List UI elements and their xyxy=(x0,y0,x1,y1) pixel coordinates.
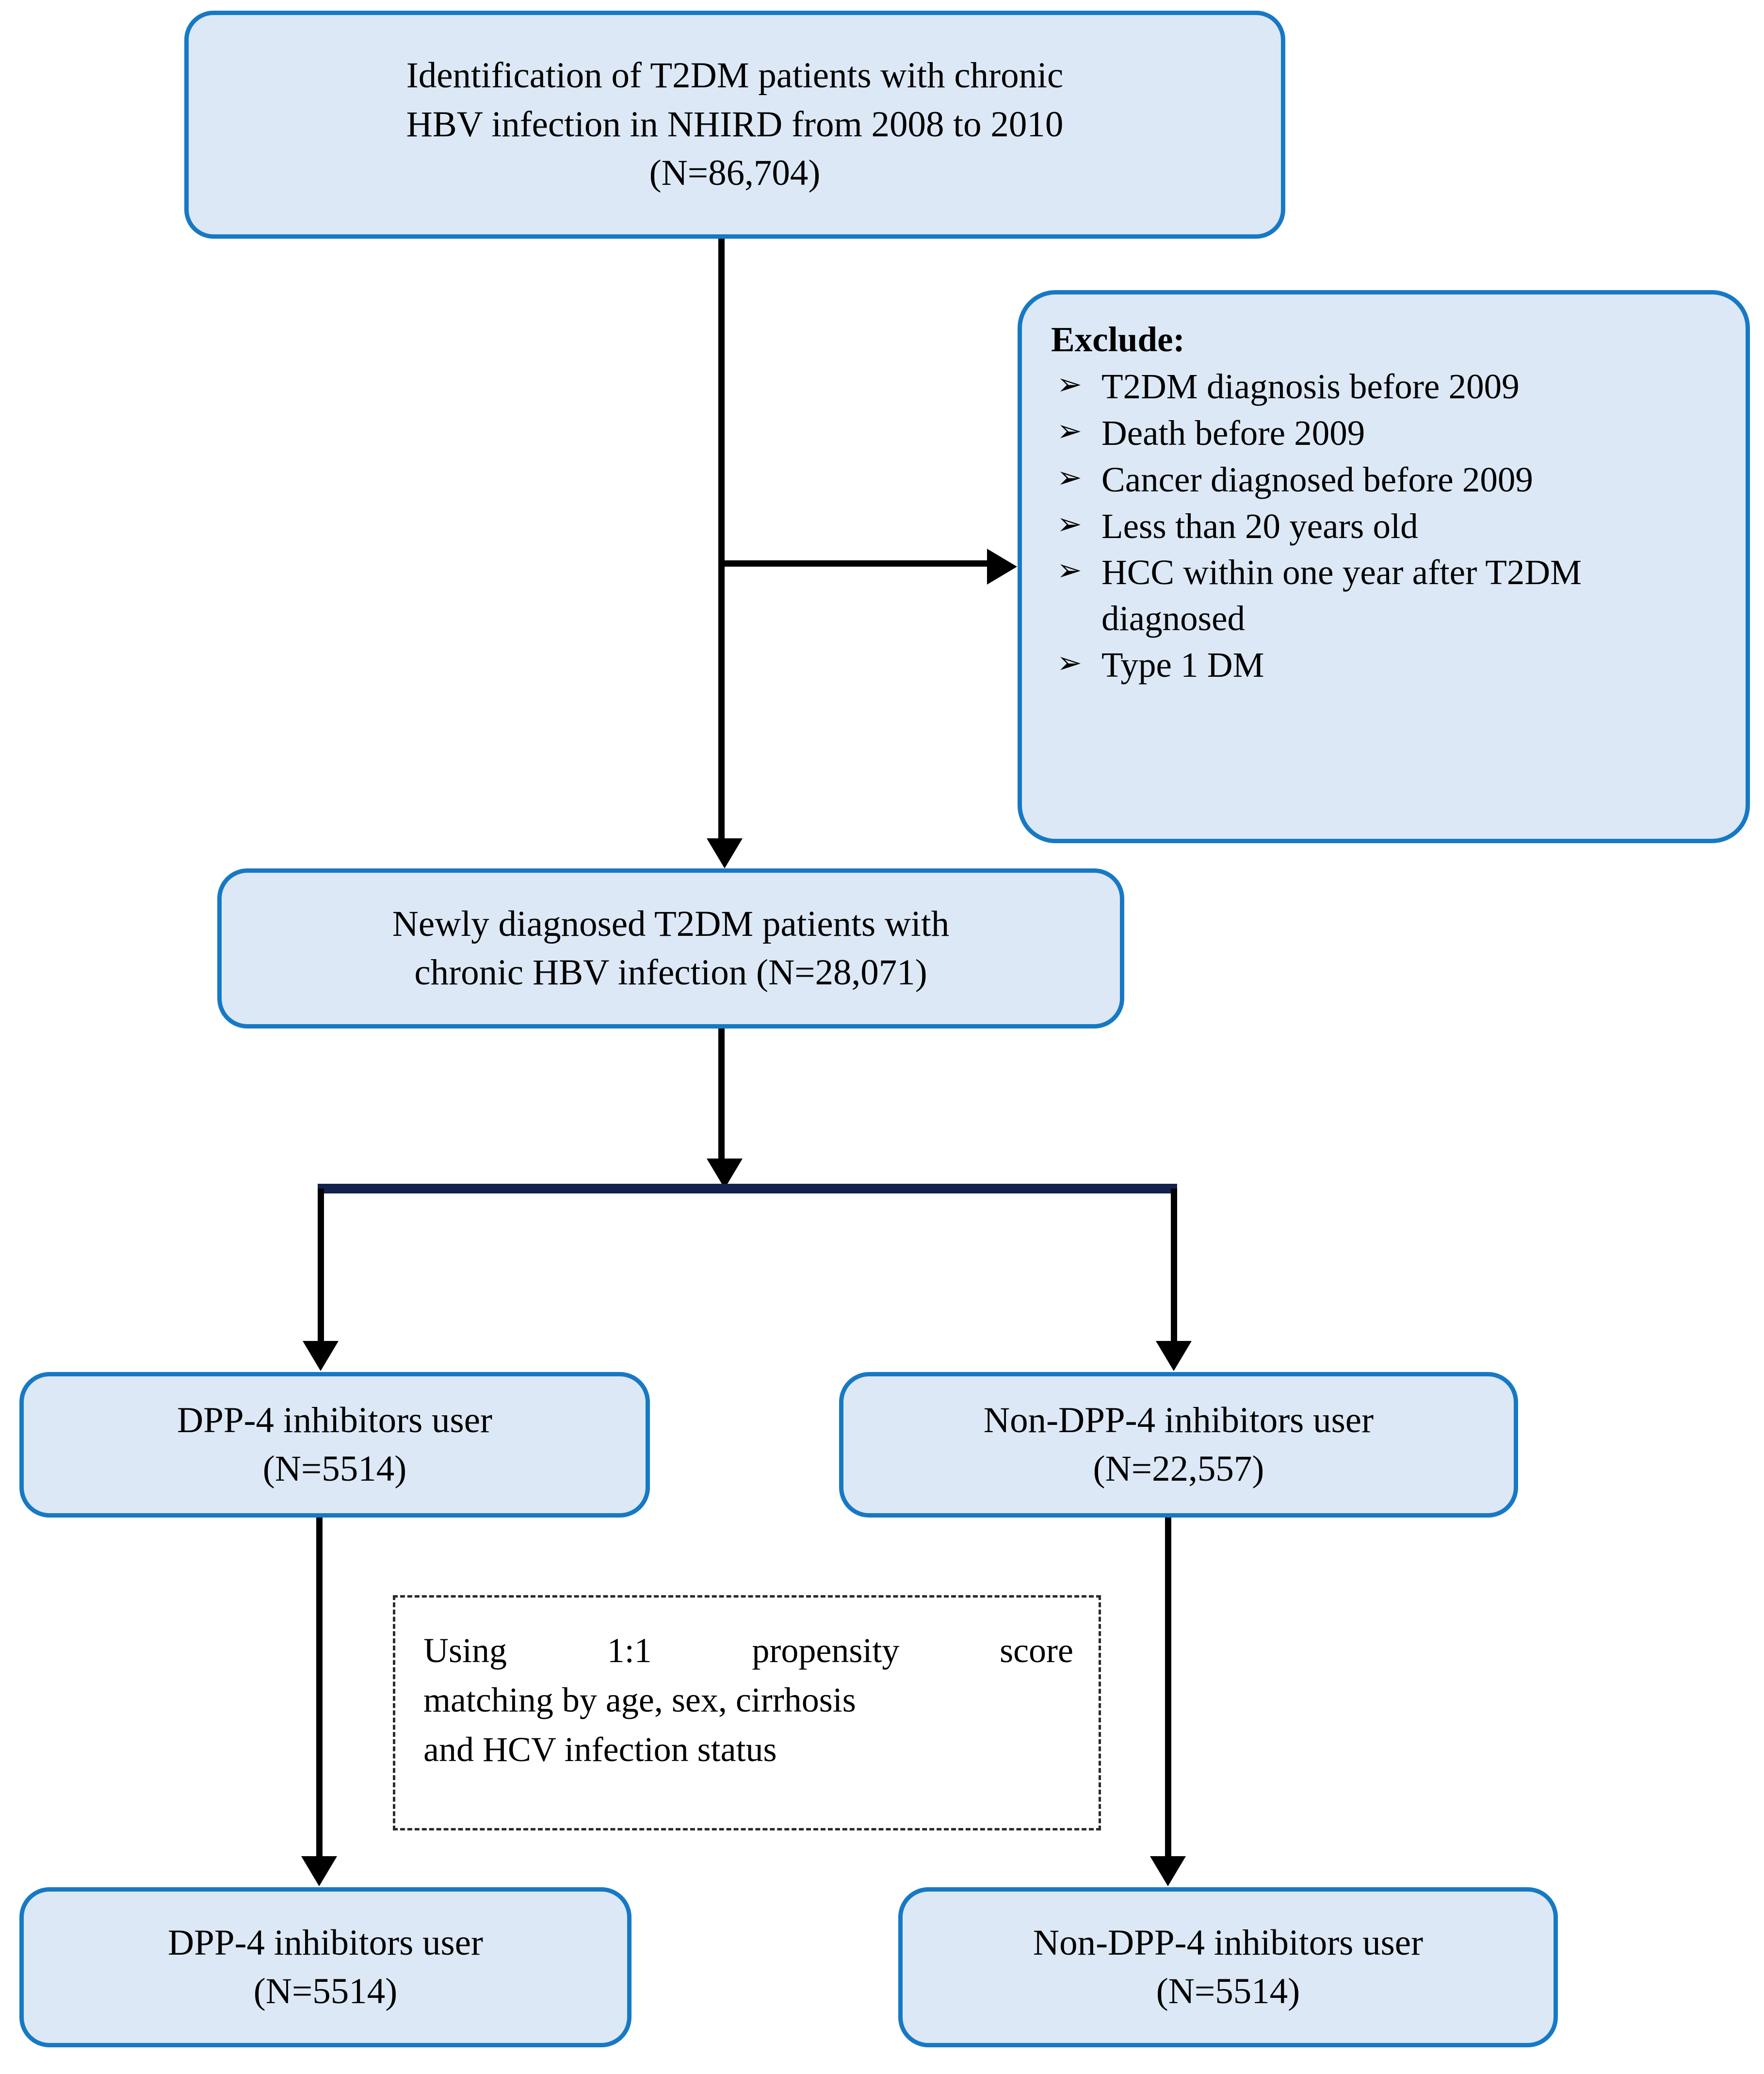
exclude-item-label: HCC within one year after T2DM diagnosed xyxy=(1101,553,1582,638)
node-dpp4-inhibitors-user-matched: DPP-4 inhibitors user (N=5514) xyxy=(19,1887,631,2047)
arrowhead-down-to-nondpp4-matched xyxy=(1150,1856,1186,1886)
exclude-item-label: T2DM diagnosis before 2009 xyxy=(1101,366,1520,406)
exclude-item-label: Cancer diagnosed before 2009 xyxy=(1101,459,1533,499)
arrow-bullet-icon: ➢ xyxy=(1057,368,1082,401)
exclude-item: ➢ T2DM diagnosis before 2009 xyxy=(1051,364,1726,410)
newly-line-1: Newly diagnosed T2DM patients with xyxy=(392,903,950,944)
dpp4-user-label: DPP-4 inhibitors user xyxy=(177,1400,493,1440)
node-newly-diagnosed: Newly diagnosed T2DM patients with chron… xyxy=(217,868,1124,1029)
arrowhead-down-to-nondpp4-user xyxy=(1156,1341,1192,1371)
exclude-item: ➢ Type 1 DM xyxy=(1051,642,1726,688)
matching-note-line-3: and HCV infection status xyxy=(423,1730,777,1769)
arrow-bullet-icon: ➢ xyxy=(1057,647,1082,680)
note-propensity-score-matching: Using 1:1 propensity score matching by a… xyxy=(393,1595,1101,1830)
node-exclude-criteria: Exclude: ➢ T2DM diagnosis before 2009 ➢ … xyxy=(1018,290,1750,843)
exclude-item: ➢ Death before 2009 xyxy=(1051,410,1726,457)
nondpp4-matched-label: Non-DPP-4 inhibitors user xyxy=(1033,1922,1424,1963)
connector-dpp4-to-matched xyxy=(316,1518,323,1857)
node-identification: Identification of T2DM patients with chr… xyxy=(184,11,1285,239)
arrow-bullet-icon: ➢ xyxy=(1057,461,1082,494)
identification-line-2: HBV infection in NHIRD from 2008 to 2010 xyxy=(406,104,1064,145)
newly-line-2: chronic HBV infection (N=28,071) xyxy=(414,952,927,993)
arrow-bullet-icon: ➢ xyxy=(1057,414,1082,448)
node-non-dpp4-inhibitors-user: Non-DPP-4 inhibitors user (N=22,557) xyxy=(839,1372,1518,1518)
matching-note-word-1: Using xyxy=(423,1631,507,1670)
arrowhead-down-to-split xyxy=(707,1159,743,1189)
connector-newly-to-split xyxy=(718,1029,725,1159)
dpp4-matched-label: DPP-4 inhibitors user xyxy=(167,1922,484,1963)
dpp4-user-count: (N=5514) xyxy=(262,1449,407,1489)
matching-note-word-2: 1:1 xyxy=(607,1631,652,1670)
exclude-item-label: Type 1 DM xyxy=(1101,645,1264,685)
connector-split-left-leg xyxy=(318,1189,324,1342)
exclude-item: ➢ Less than 20 years old xyxy=(1051,504,1726,550)
connector-to-exclude xyxy=(718,560,987,567)
connector-split-bar xyxy=(318,1184,1177,1193)
node-dpp4-inhibitors-user: DPP-4 inhibitors user (N=5514) xyxy=(19,1372,650,1518)
matching-note-line-2: matching by age, sex, cirrhosis xyxy=(423,1681,856,1720)
exclude-item-label: Less than 20 years old xyxy=(1101,506,1418,546)
matching-note-line-1: Using 1:1 propensity score xyxy=(423,1626,1073,1675)
arrow-bullet-icon: ➢ xyxy=(1057,507,1082,541)
exclude-criteria-list: ➢ T2DM diagnosis before 2009 ➢ Death bef… xyxy=(1051,364,1726,688)
node-non-dpp4-inhibitors-user-matched: Non-DPP-4 inhibitors user (N=5514) xyxy=(898,1887,1558,2047)
nondpp4-user-label: Non-DPP-4 inhibitors user xyxy=(983,1400,1374,1440)
connector-split-right-leg xyxy=(1171,1189,1177,1342)
arrowhead-down-to-newly xyxy=(707,838,743,868)
arrow-bullet-icon: ➢ xyxy=(1057,554,1082,588)
exclude-title: Exclude: xyxy=(1051,320,1185,359)
connector-nondpp4-to-matched xyxy=(1165,1518,1171,1857)
arrowhead-right-to-exclude xyxy=(987,549,1017,585)
dpp4-matched-count: (N=5514) xyxy=(253,1971,398,2011)
exclude-item: ➢ Cancer diagnosed before 2009 xyxy=(1051,457,1726,503)
nondpp4-matched-count: (N=5514) xyxy=(1156,1971,1300,2011)
identification-count: (N=86,704) xyxy=(649,153,821,194)
identification-line-1: Identification of T2DM patients with chr… xyxy=(406,55,1064,96)
connector-identification-to-newly xyxy=(718,239,725,839)
exclude-item: ➢ HCC within one year after T2DM diagnos… xyxy=(1051,550,1726,642)
arrowhead-down-to-dpp4-user xyxy=(303,1341,339,1371)
exclude-item-label: Death before 2009 xyxy=(1101,413,1365,453)
arrowhead-down-to-dpp4-matched xyxy=(301,1856,337,1886)
matching-note-word-3: propensity xyxy=(752,1631,900,1670)
matching-note-word-4: score xyxy=(1000,1631,1073,1670)
nondpp4-user-count: (N=22,557) xyxy=(1093,1449,1264,1489)
